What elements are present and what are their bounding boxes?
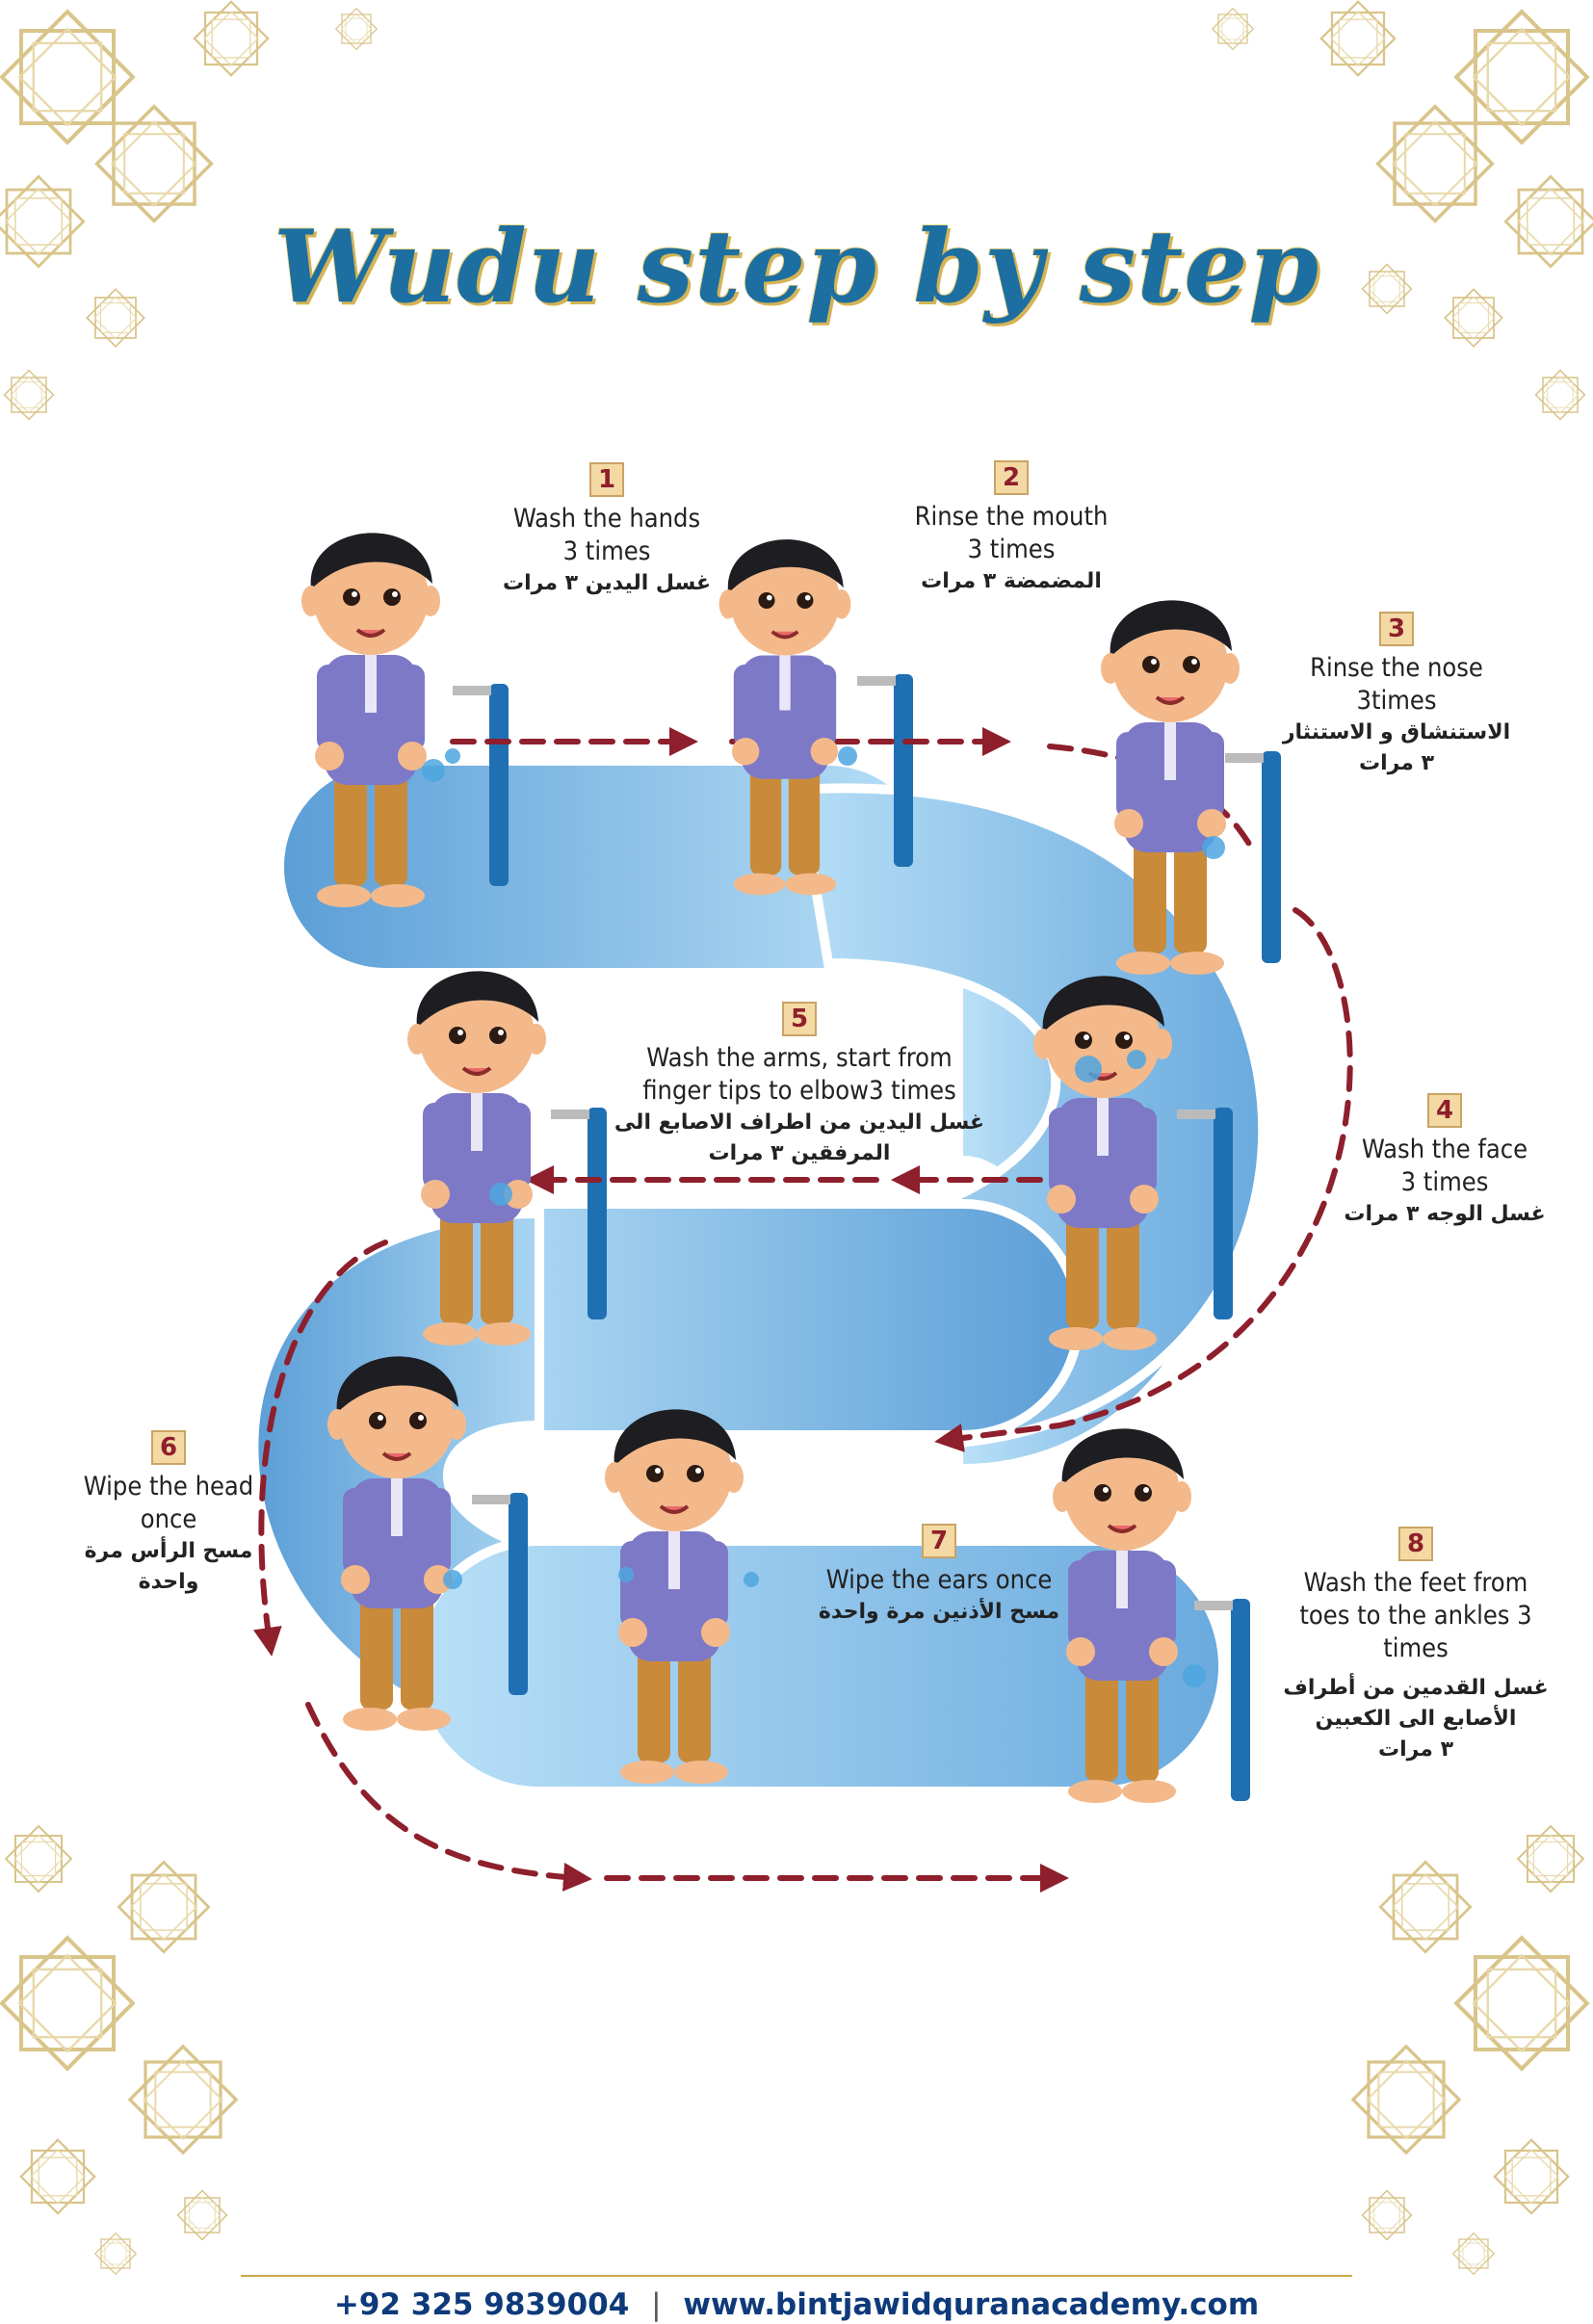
step-number: 7 bbox=[922, 1524, 956, 1558]
step-english-line: Wash the feet from bbox=[1303, 1568, 1528, 1598]
step-english-line: 3 times bbox=[1400, 1167, 1489, 1197]
step-1: 1 Wash the hands 3 times غسل اليدين ٣ مر… bbox=[462, 462, 751, 599]
kid-step7 bbox=[603, 1407, 745, 1786]
step-english-line: Wipe the head bbox=[83, 1472, 254, 1501]
footer-divider bbox=[241, 2275, 1352, 2277]
step-number: 1 bbox=[589, 462, 624, 497]
step-arabic-line: ٣ مرات bbox=[1358, 751, 1435, 775]
step-english-line: 3times bbox=[1356, 686, 1437, 716]
step-5: 5 Wash the arms, start from finger tips … bbox=[607, 1002, 992, 1169]
step-arabic-line: الأصابع الى الكعبين bbox=[1315, 1707, 1517, 1731]
step-arabic-line: ٣ مرات bbox=[1377, 1737, 1454, 1762]
step-number: 2 bbox=[994, 460, 1029, 495]
step-number: 5 bbox=[782, 1002, 817, 1036]
step-arabic-line: غسل اليدين من اطراف الاصابع الى bbox=[614, 1110, 985, 1135]
step-english-line: finger tips to elbow3 times bbox=[642, 1076, 956, 1106]
step-number: 3 bbox=[1379, 612, 1414, 646]
step-arabic-line: واحدة bbox=[138, 1570, 199, 1594]
water-tap-icon bbox=[453, 684, 509, 886]
step-arabic-line: مسح الرأس مرة bbox=[84, 1539, 253, 1563]
step-number: 8 bbox=[1398, 1527, 1433, 1561]
step-arabic-line: غسل القدمين من أطراف bbox=[1283, 1676, 1549, 1700]
step-3: 3 Rinse the nose 3times الاستنشاق و الاس… bbox=[1262, 612, 1531, 779]
step-6: 6 Wipe the head once مسح الرأس مرة واحدة bbox=[48, 1430, 289, 1598]
footer-separator: | bbox=[651, 2287, 662, 2322]
step-english-line: Wash the hands bbox=[512, 504, 701, 534]
kid-step4 bbox=[1032, 974, 1174, 1352]
step-english-line: 3 times bbox=[562, 536, 651, 566]
step-english-line: once bbox=[140, 1504, 197, 1534]
step-arabic-line: المضمضة ٣ مرات bbox=[921, 569, 1102, 593]
step-8: 8 Wash the feet from toes to the ankles … bbox=[1271, 1527, 1560, 1765]
page-title: Wudu step by step bbox=[273, 207, 1320, 326]
step-arabic-line: غسل الوجه ٣ مرات bbox=[1344, 1202, 1546, 1226]
step-english-line: times bbox=[1383, 1633, 1449, 1663]
step-arabic-line: الاستنشاق و الاستنثار bbox=[1282, 720, 1511, 744]
arrow-down-icon bbox=[252, 1240, 388, 1657]
step-english-line: Wash the arms, start from bbox=[646, 1043, 953, 1073]
footer-website-link[interactable]: www.bintjawidquranacademy.com bbox=[683, 2287, 1260, 2322]
step-arabic-line: غسل اليدين ٣ مرات bbox=[503, 571, 711, 595]
step-english-line: 3 times bbox=[967, 535, 1056, 564]
step-english-line: Rinse the nose bbox=[1310, 653, 1483, 683]
step-arabic-line: المرفقين ٣ مرات bbox=[708, 1141, 891, 1165]
step-arabic-line: مسح الأذنين مرة واحدة bbox=[818, 1600, 1060, 1624]
step-number: 4 bbox=[1427, 1093, 1462, 1128]
kid-step1 bbox=[300, 531, 442, 909]
step-2: 2 Rinse the mouth 3 times المضمضة ٣ مرات bbox=[867, 460, 1156, 597]
step-number: 6 bbox=[151, 1430, 186, 1465]
step-english-line: Wash the face bbox=[1361, 1135, 1528, 1164]
step-7: 7 Wipe the ears once مسح الأذنين مرة واح… bbox=[804, 1524, 1074, 1628]
kid-step5 bbox=[405, 969, 548, 1347]
footer-phone[interactable]: +92 325 9839004 bbox=[333, 2287, 630, 2322]
step-english-line: toes to the ankles 3 bbox=[1299, 1601, 1532, 1631]
kid-step6 bbox=[326, 1354, 468, 1733]
kid-step3 bbox=[1099, 598, 1241, 977]
step-english-line: Wipe the ears once bbox=[825, 1565, 1053, 1595]
footer: +92 325 9839004 | www.bintjawidquranacad… bbox=[0, 2287, 1593, 2322]
step-english-line: Rinse the mouth bbox=[914, 502, 1109, 532]
step-4: 4 Wash the face 3 times غسل الوجه ٣ مرات bbox=[1319, 1093, 1570, 1230]
